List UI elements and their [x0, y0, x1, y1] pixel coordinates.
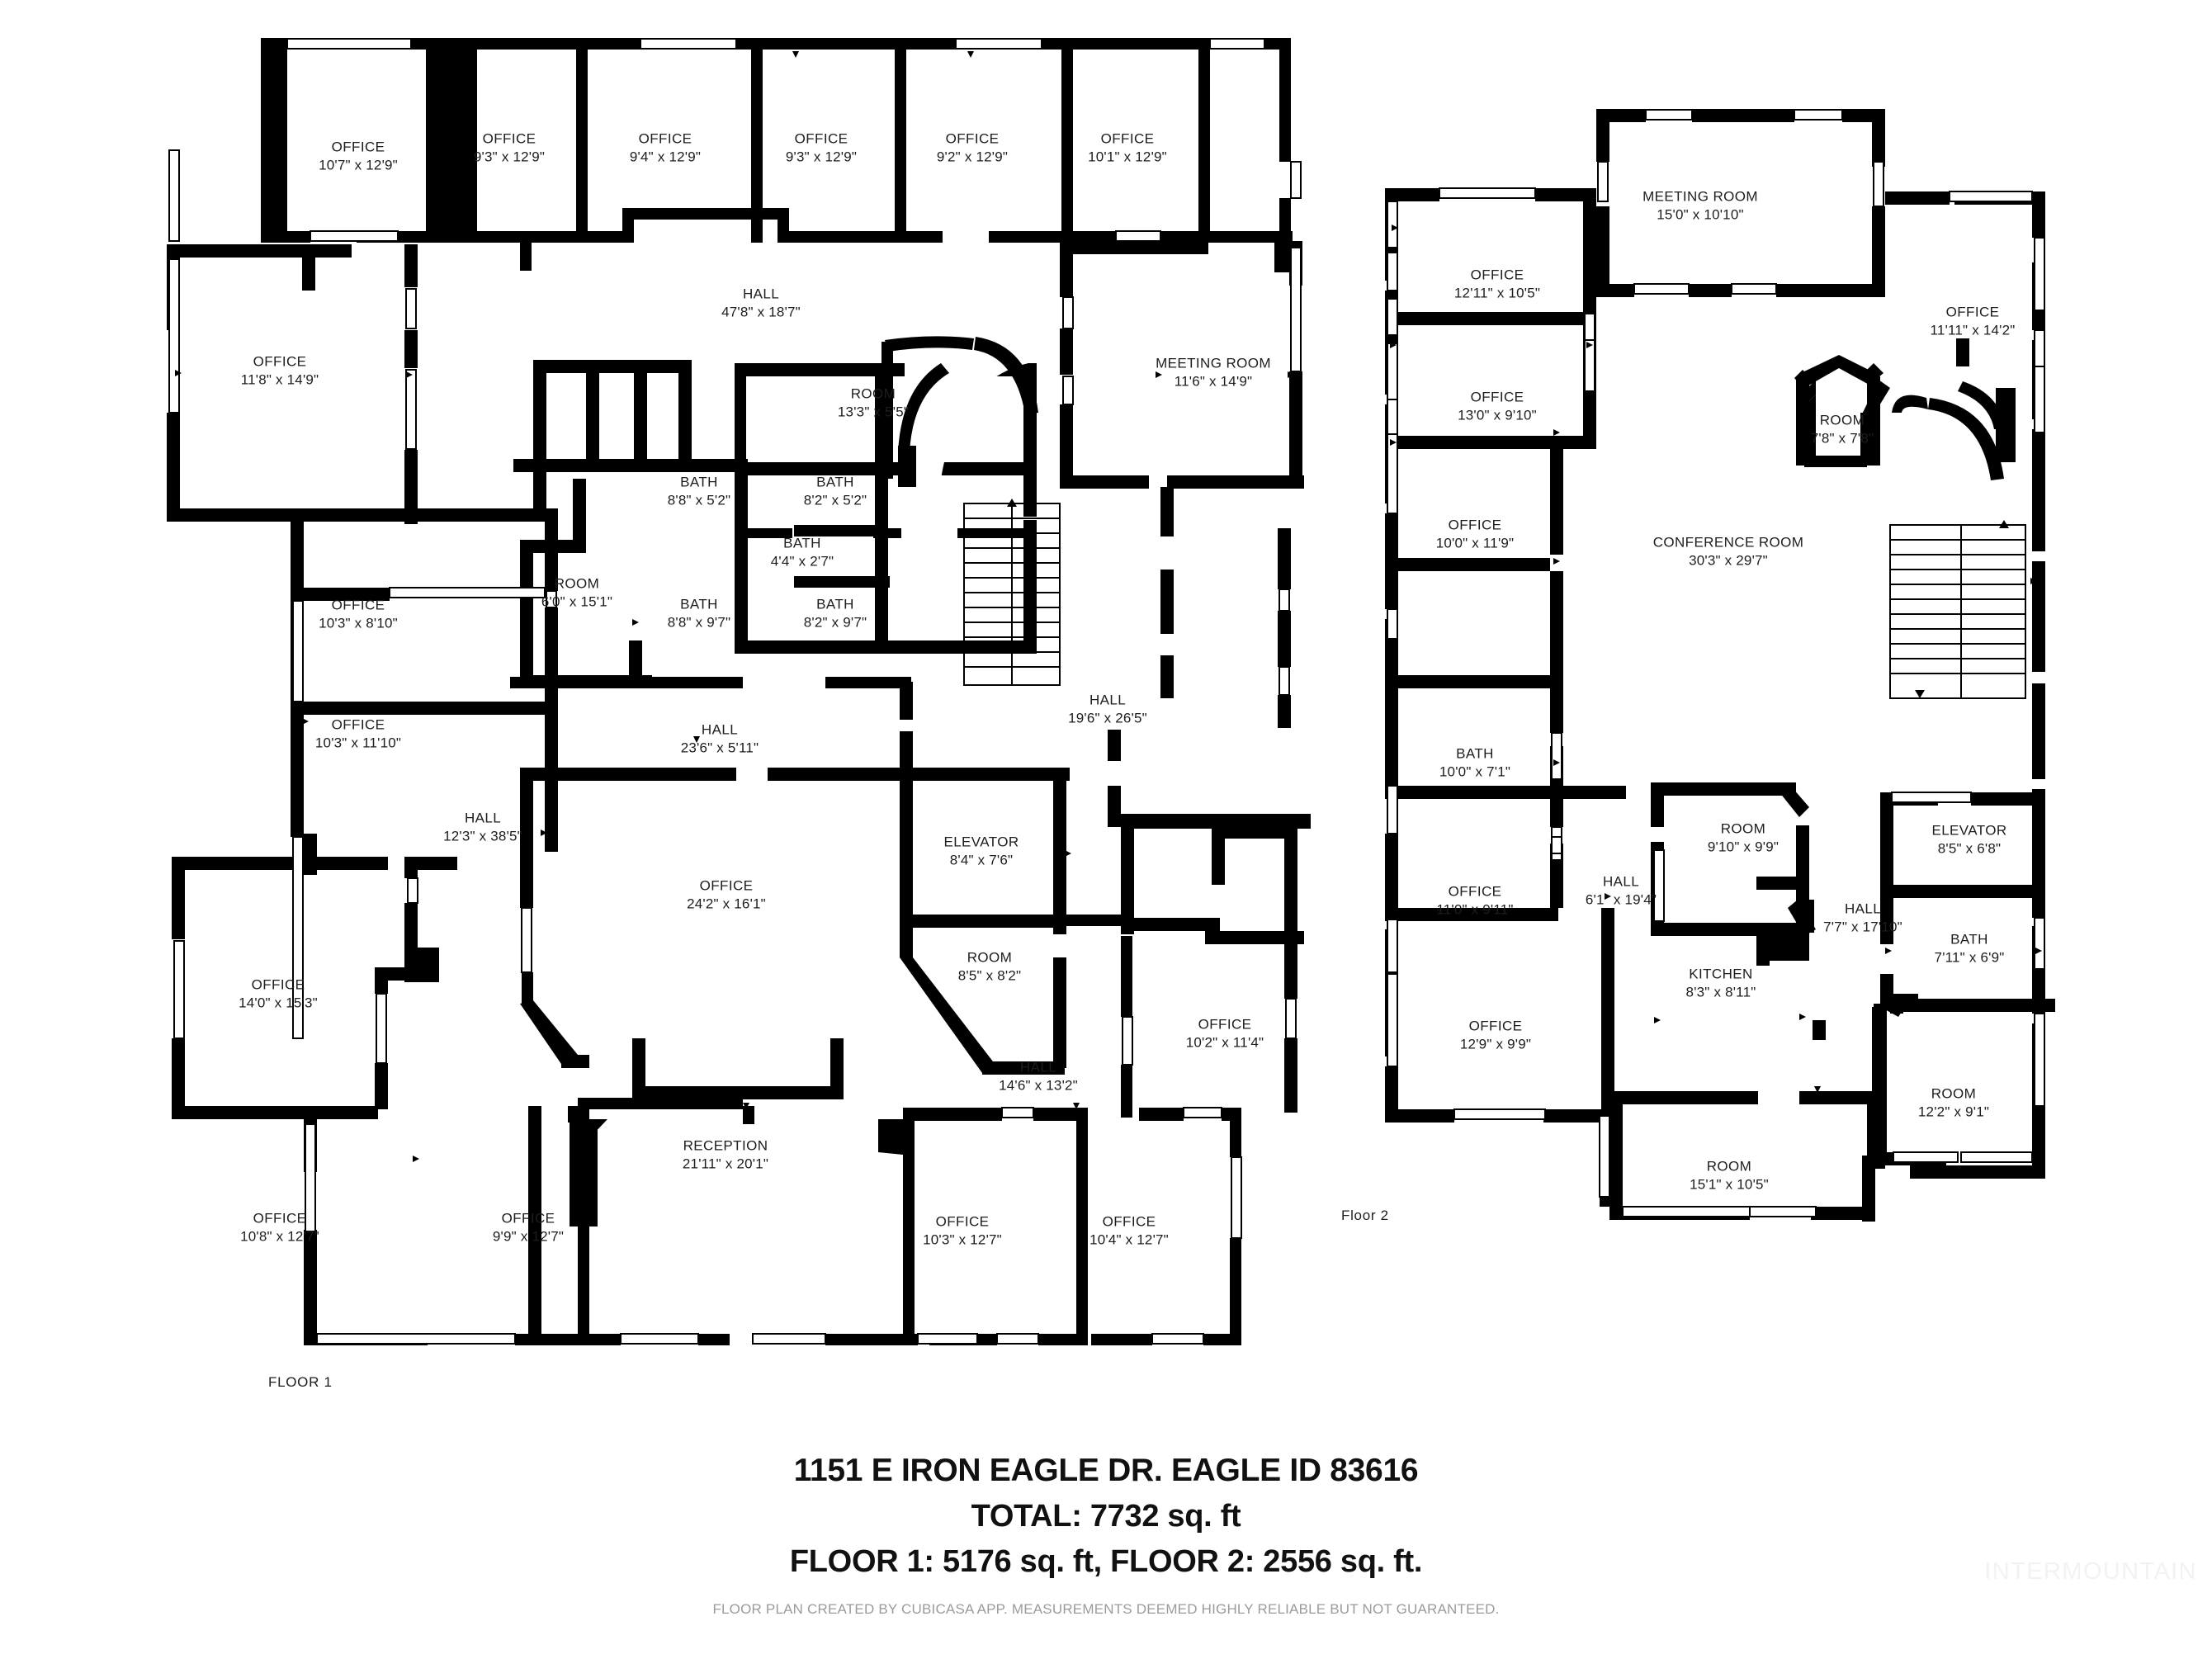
- floor1-walls: [167, 38, 1311, 1345]
- floor2-windows: [1387, 109, 2045, 1217]
- floor1-door-markers: [175, 51, 1294, 1162]
- disclaimer-text: FLOOR PLAN CREATED BY CUBICASA APP. MEAS…: [712, 1601, 1500, 1617]
- floor2-tag: Floor 2: [1341, 1208, 1389, 1223]
- title-block: 1151 E IRON EAGLE DR. EAGLE ID 83616 TOT…: [0, 1453, 2212, 1618]
- floor-areas: FLOOR 1: 5176 sq. ft, FLOOR 2: 2556 sq. …: [789, 1544, 1423, 1579]
- floor1-windows: [168, 38, 1302, 1345]
- total-area: TOTAL: 7732 sq. ft: [971, 1499, 1241, 1534]
- floor1-tag: FLOOR 1: [268, 1374, 333, 1390]
- property-address: 1151 E IRON EAGLE DR. EAGLE ID 83616: [793, 1453, 1419, 1488]
- floor2-door-markers: [1390, 225, 2042, 1093]
- brand-watermark: INTERMOUNTAIN: [1984, 1558, 2197, 1585]
